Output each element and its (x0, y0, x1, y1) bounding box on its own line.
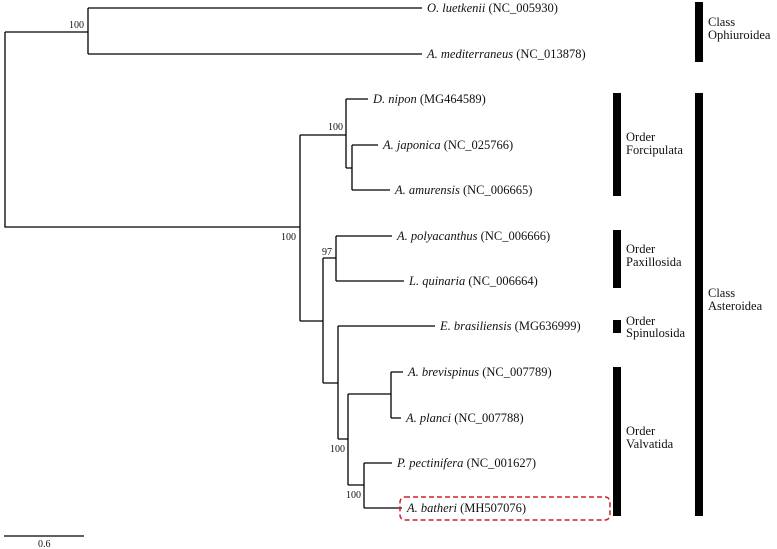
bar-spinulosida (613, 320, 621, 333)
taxon-t12: A. batheri (MH507076) (406, 501, 526, 515)
support-values: 100 100 100 97 100 100 (69, 20, 361, 501)
bar-ophiuroidea (695, 2, 703, 62)
taxon-t7: L. quinaria (NC_006664) (408, 274, 538, 288)
root-branch (4, 32, 300, 228)
taxon-t2: A. mediterraneus (NC_013878) (426, 47, 586, 61)
taxon-labels: O. luetkenii (NC_005930) A. mediterraneu… (372, 1, 586, 515)
taxon-t4: A. japonica (NC_025766) (382, 138, 513, 152)
taxon-t8: E. brasiliensis (MG636999) (439, 319, 581, 333)
taxon-t5: A. amurensis (NC_006665) (394, 183, 532, 197)
group-bars (613, 2, 703, 516)
taxon-t6: A. polyacanthus (NC_006666) (396, 229, 550, 243)
bar-paxillosida (613, 230, 621, 288)
support-valvatida: 100 (330, 444, 345, 455)
asteroidea-node (299, 134, 346, 322)
taxon-t10: A. planci (NC_007788) (405, 411, 524, 425)
acanthaster-clade-branches (390, 371, 403, 419)
support-ophiuroidea: 100 (69, 20, 84, 31)
support-forcipulata: 100 (328, 122, 343, 133)
taxon-t11: P. pectinifera (NC_001627) (396, 456, 536, 470)
paxillosida-clade-branches (335, 235, 404, 282)
ophiuroidea-clade-branches (5, 7, 422, 55)
taxon-t9: A. brevispinus (NC_007789) (407, 365, 552, 379)
bar-valvatida (613, 367, 621, 516)
bar-forcipulata (613, 93, 621, 196)
support-asteroidea: 100 (281, 232, 296, 243)
bar-asteroidea (695, 93, 703, 516)
spinulosida-valvatida-node (337, 325, 435, 440)
forcipulata-clade-branches (345, 98, 390, 191)
tree-branches (4, 7, 435, 509)
taxon-t3: D. nipon (MG464589) (372, 92, 486, 106)
support-paxillosida: 97 (322, 247, 332, 258)
pectinifera-batheri-branches (363, 462, 402, 509)
support-pectinifera-batheri: 100 (346, 490, 361, 501)
highlight-box (399, 496, 611, 521)
taxon-t1: O. luetkenii (NC_005930) (427, 1, 558, 15)
rest-node (322, 257, 338, 384)
scale-bar-label: 0.6 (38, 539, 51, 549)
valvatida-node (347, 393, 391, 486)
scale-bar: 0.6 (4, 535, 84, 549)
